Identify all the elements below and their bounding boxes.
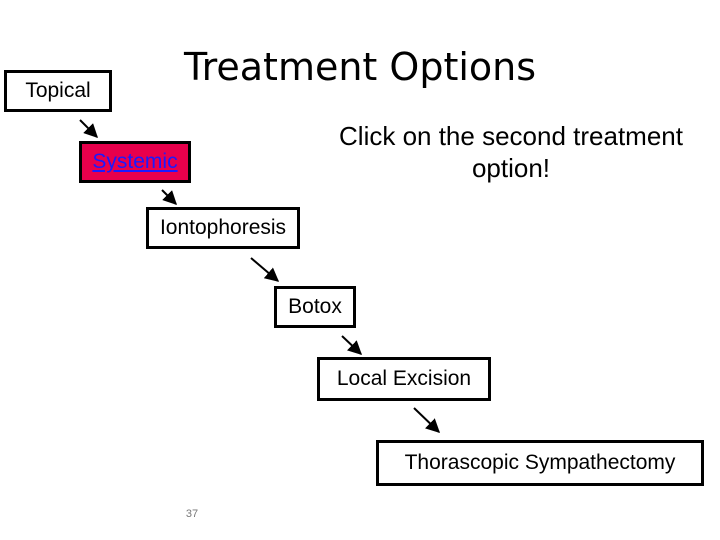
option-systemic-link[interactable]: Systemic (92, 150, 178, 173)
arrow-excision-to-thorascopic (413, 407, 441, 433)
arrow-systemic-to-iontophoresis (161, 189, 177, 205)
option-topical[interactable]: Topical (4, 70, 112, 112)
option-systemic[interactable]: Systemic (79, 141, 191, 183)
option-local-excision[interactable]: Local Excision (317, 357, 491, 401)
instruction-text: Click on the second treatment option! (339, 121, 683, 183)
option-iontophoresis-label: Iontophoresis (159, 216, 287, 239)
slide-title: Treatment Options (183, 45, 537, 89)
option-local-excision-label: Local Excision (336, 367, 472, 390)
option-thorascopic-sympathectomy[interactable]: Thorascopic Sympathectomy (376, 440, 704, 486)
arrow-botox-to-excision (341, 335, 363, 355)
option-botox[interactable]: Botox (274, 286, 356, 328)
option-iontophoresis[interactable]: Iontophoresis (146, 207, 300, 249)
page-number: 37 (185, 508, 199, 520)
option-botox-label: Botox (288, 295, 342, 318)
option-thorascopic-sympathectomy-label: Thorascopic Sympathectomy (404, 451, 676, 474)
arrow-topical-to-systemic (79, 119, 98, 138)
option-topical-label: Topical (25, 79, 91, 102)
arrow-iontophoresis-to-botox (250, 257, 280, 282)
